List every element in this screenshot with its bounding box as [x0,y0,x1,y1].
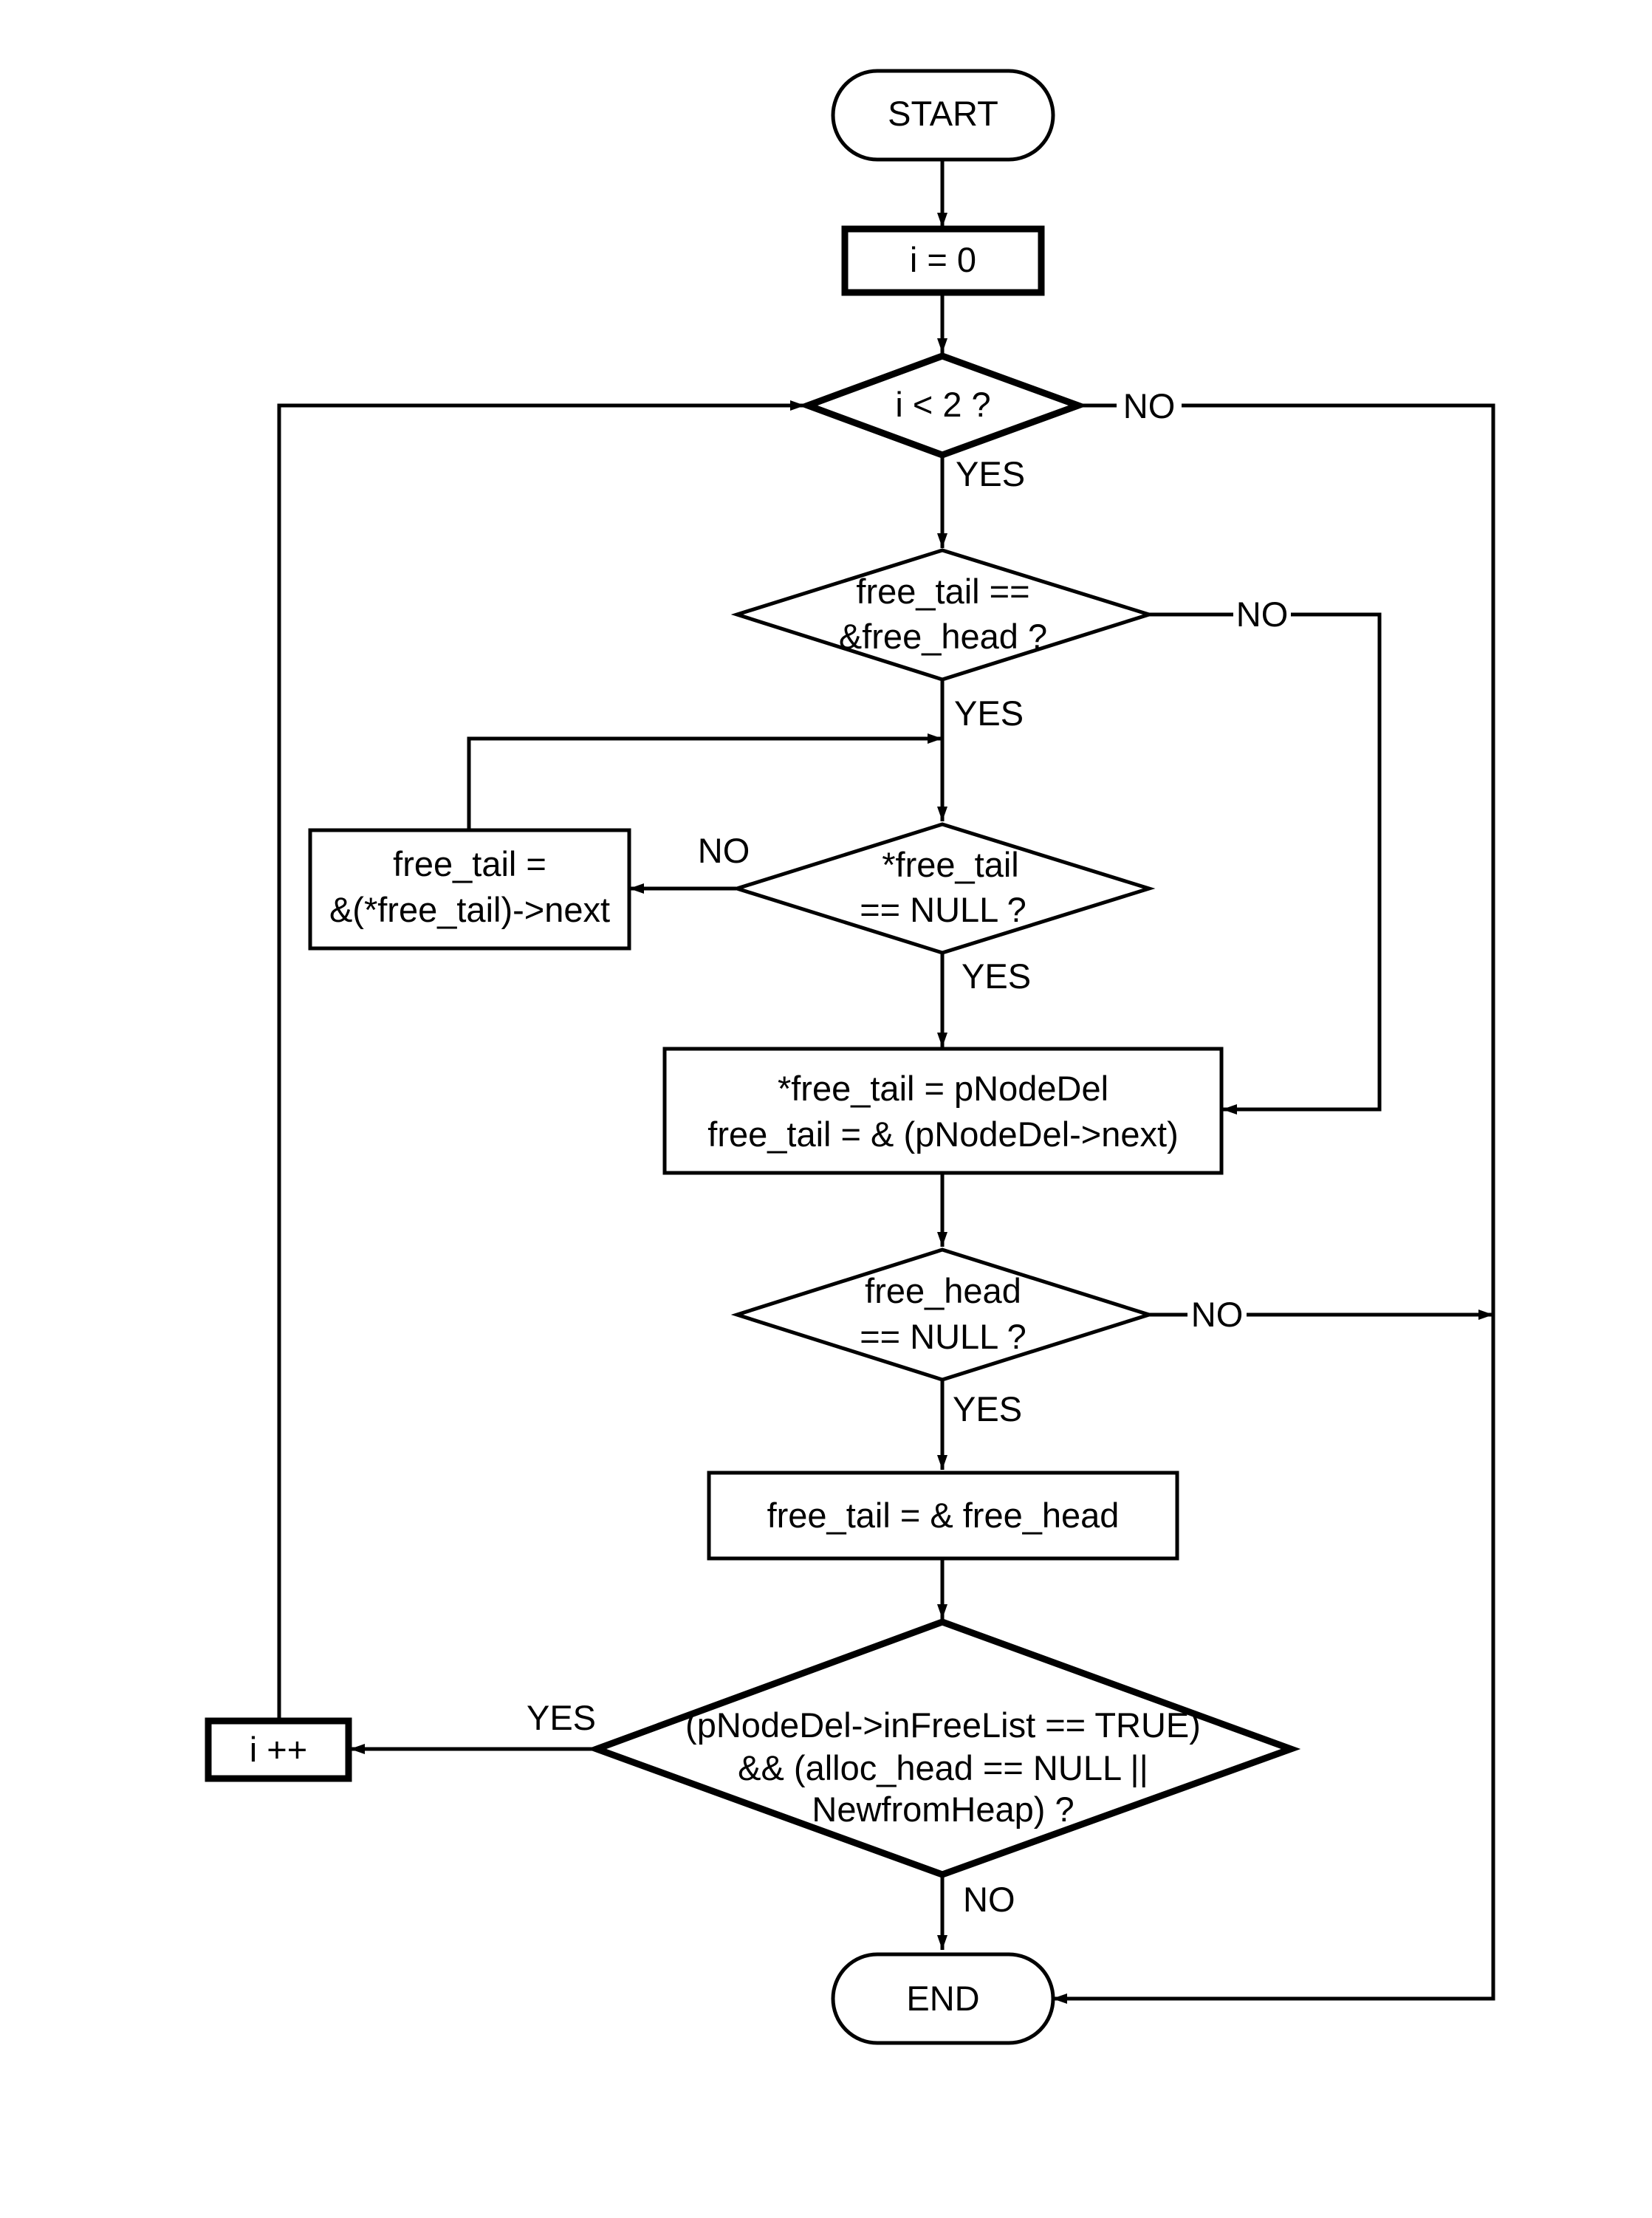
decision-free-tail-line-2: &free_head ? [839,617,1047,656]
decision-final-line-1: (pNodeDel->inFreeList == TRUE) [685,1705,1201,1745]
init-label: i = 0 [910,240,976,279]
decision-free-tail-eq-head: free_tail == &free_head ? [737,550,1149,680]
label-cond-free-tail-yes: YES [954,694,1024,733]
label-cond-star-no: NO [698,831,750,870]
label-cond-i-no: NO [1123,386,1176,425]
label-cond-star-yes: YES [962,956,1031,996]
decision-i-label: i < 2 ? [895,385,990,424]
decision-star-line-1: *free_tail [882,845,1019,884]
arrow-advance-loop [469,739,942,829]
decision-final: (pNodeDel->inFreeList == TRUE) && (alloc… [597,1622,1291,1875]
init-process: i = 0 [845,229,1041,292]
decision-star-line-2: == NULL ? [860,890,1026,929]
advance-tail-line-2: &(*free_tail)->next [329,890,610,929]
decision-i-less-than-2: i < 2 ? [808,356,1078,455]
reset-tail-process: free_tail = & free_head [709,1473,1177,1558]
decision-free-head-null: free_head == NULL ? [737,1250,1149,1380]
increment-process: i ++ [208,1721,349,1779]
label-cond-head-yes: YES [953,1389,1022,1428]
label-cond-i-yes: YES [956,454,1025,493]
label-cond-head-no: NO [1191,1295,1244,1334]
decision-head-line-1: free_head [865,1271,1021,1310]
decision-star-free-tail-null: *free_tail == NULL ? [737,824,1149,953]
decision-free-tail-line-1: free_tail == [856,572,1029,611]
decision-final-line-2: && (alloc_head == NULL || [738,1748,1148,1787]
link-node-line-1: *free_tail = pNodeDel [778,1069,1108,1108]
decision-final-line-3: NewfromHeap) ? [812,1790,1074,1829]
arrow-cond-free-tail-no [1222,615,1379,1109]
end-terminal: END [833,1954,1053,2043]
label-final-no: NO [963,1880,1015,1919]
label-cond-free-tail-no: NO [1236,595,1289,634]
link-node-line-2: free_tail = & (pNodeDel->next) [707,1115,1178,1154]
advance-tail-process: free_tail = &(*free_tail)->next [310,830,629,948]
end-label: END [906,1979,979,2018]
advance-tail-line-1: free_tail = [393,844,546,883]
start-label: START [888,94,998,133]
decision-head-line-2: == NULL ? [860,1317,1026,1356]
increment-label: i ++ [250,1730,307,1769]
link-node-process: *free_tail = pNodeDel free_tail = & (pNo… [665,1049,1221,1173]
reset-tail-label: free_tail = & free_head [767,1496,1120,1535]
label-final-yes: YES [527,1698,596,1737]
start-terminal: START [833,71,1053,160]
